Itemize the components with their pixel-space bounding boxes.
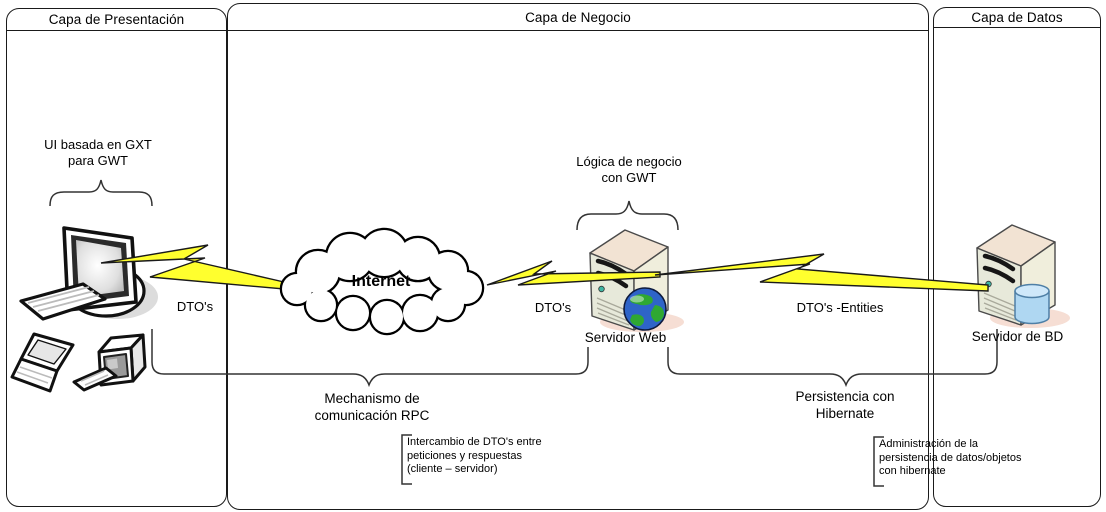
panel-capa-datos: Capa de Datos (933, 7, 1101, 507)
panel-capa-negocio: Capa de Negocio (227, 3, 929, 510)
rpc-detail-note: Intercambio de DTO's entre peticiones y … (407, 436, 542, 475)
ui-client-label: UI basada en GXT para GWT (44, 137, 152, 168)
mecanismo-rpc-label: Mechanismo de comunicación RPC (314, 391, 430, 423)
dto-entities-label: DTO's -Entities (796, 300, 884, 315)
hibernate-detail-note: Administración de la persistencia de dat… (879, 438, 1022, 477)
servidor-bd-label: Servidor de BD (971, 329, 1064, 344)
dto-mid-label: DTO's (534, 300, 572, 315)
servidor-web-label: Servidor Web (584, 330, 667, 345)
panel-title-negocio: Capa de Negocio (228, 4, 928, 31)
panel-capa-presentacion: Capa de Presentación (6, 8, 227, 507)
internet-label: Internet (351, 273, 411, 290)
dto-left-label: DTO's (176, 299, 214, 314)
panel-title-datos: Capa de Datos (934, 8, 1100, 28)
panel-title-presentacion: Capa de Presentación (7, 9, 226, 31)
logica-negocio-label: Lógica de negocio con GWT (576, 154, 682, 185)
persistencia-hibernate-label: Persistencia con Hibernate (795, 389, 895, 421)
